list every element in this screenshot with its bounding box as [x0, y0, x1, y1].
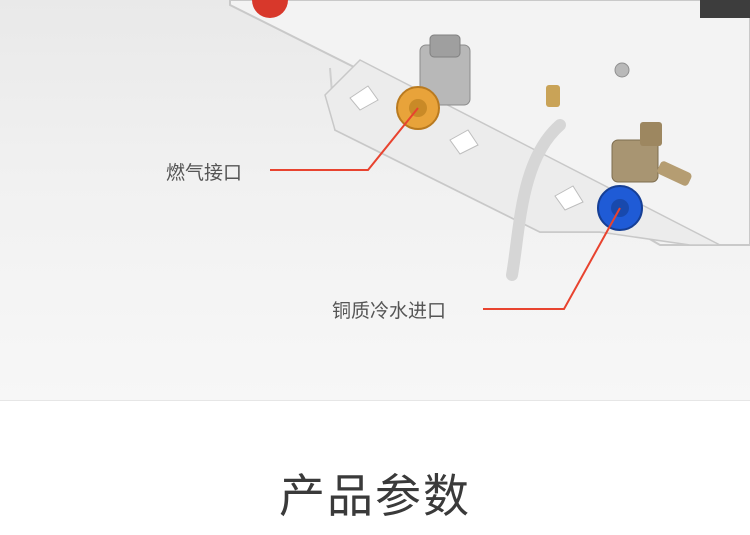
knob	[252, 0, 288, 18]
gas-inlet-label: 燃气接口	[166, 162, 243, 184]
water-heater-illustration	[229, 0, 750, 310]
product-photo: 燃气接口 铜质冷水进口	[0, 0, 750, 400]
callout-line-water	[483, 207, 621, 310]
callout-line-gas	[270, 107, 419, 171]
product-parameters-heading: 产品参数	[279, 469, 471, 523]
heater-body	[229, 0, 750, 246]
cold-water-inlet-label: 铜质冷水进口	[332, 300, 447, 322]
section-divider	[0, 400, 750, 401]
power-cable	[506, 119, 566, 281]
